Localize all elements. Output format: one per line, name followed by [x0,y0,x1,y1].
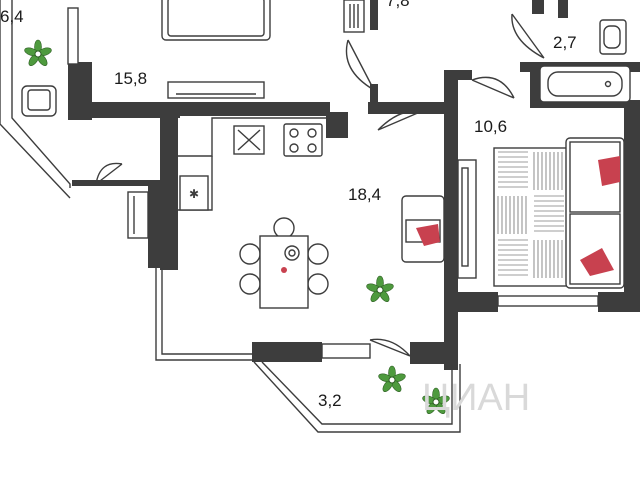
kitchen-counter: ✱ [178,117,330,211]
bathtub-icon [539,65,631,103]
area-bedroom-right: 10,6 [474,117,507,136]
plant-icon [366,275,394,302]
doors [95,13,545,357]
wall-segment [530,62,542,108]
sofa-icon [565,137,625,289]
plant-icon [378,365,406,392]
svg-text:✱: ✱ [189,187,199,201]
balcony-top-left-outer-rail [0,0,71,199]
wall-segment [444,70,458,370]
wall-segment [68,102,180,118]
pillow [598,156,620,186]
wall-segment [624,100,640,312]
wall-segment [326,112,348,138]
armchair-icon [21,85,57,117]
wall-segment [160,102,178,270]
wall-segment [370,84,378,108]
area-bedroom: 15,8 [114,69,147,88]
shoe-cabinet [127,191,149,239]
loggia-bottom-outline [253,361,461,433]
area-balcony-top-left: 6,4 [0,7,24,26]
wall-segment [148,180,162,268]
wall-segment [444,70,472,80]
armchair-icon [401,195,445,263]
wall-segment [370,0,378,30]
area-kitchen-living: 18,4 [348,185,381,204]
plant-icon [24,39,52,66]
pillow [580,248,614,276]
watermark: ЦИАН [422,377,530,419]
bed [161,0,271,41]
wall-segment [558,0,568,18]
stove-icon [283,123,323,157]
plants [24,39,450,414]
wardrobe [67,7,79,65]
wall-segment [532,0,544,14]
area-loggia-bottom: 3,2 [318,391,342,410]
area-bathroom: 2,7 [553,33,577,52]
wall-segment [72,180,162,186]
windows [155,0,599,361]
fridge [179,175,209,211]
walls [0,0,640,370]
wall-segment [458,292,498,312]
wall-segment [410,342,458,364]
dining-table-icon [239,217,329,309]
area-hall: 7,8 [386,0,410,10]
sink-icon [599,19,627,55]
pillow [416,224,440,246]
wall-segment [530,100,640,108]
wall-segment [368,102,452,114]
wall-segment [252,342,322,362]
tv-icon [457,159,477,279]
rug [493,147,569,287]
balcony-top-left-outline [11,0,71,188]
plant-icon [422,387,450,414]
wall-segment [178,102,330,116]
